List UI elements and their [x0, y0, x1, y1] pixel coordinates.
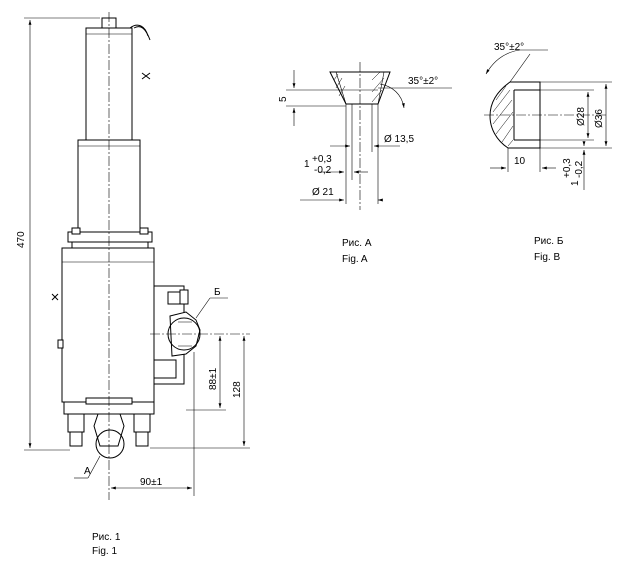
- figB-dim-tol-base: 1: [570, 180, 581, 186]
- figA-dim-d21: Ø 21: [312, 187, 334, 198]
- figB-caption-en: Fig. B: [534, 252, 560, 263]
- figB-caption-ru: Рис. Б: [534, 236, 564, 247]
- figA-caption-en: Fig. A: [342, 254, 368, 265]
- label-b: Б: [214, 287, 221, 298]
- figA-dim-5: 5: [278, 96, 289, 102]
- dim-88: 88±1: [208, 367, 219, 390]
- figB-hatch: [492, 85, 514, 147]
- fig1-valve-drawing: Б А 470 88±1 128 90±1 Рис. 1 Fig. 1: [16, 12, 250, 557]
- fig1-caption-ru: Рис. 1: [92, 532, 121, 543]
- figA-hatch-right: [371, 71, 385, 103]
- figB-dim-d36: Ø36: [594, 109, 605, 128]
- figA-dim-angle: 35°±2°: [408, 76, 438, 87]
- figA-caption-ru: Рис. А: [342, 238, 372, 249]
- figB-dim-10: 10: [514, 156, 526, 167]
- label-a: А: [84, 466, 91, 477]
- figB-detail-drawing: 35°±2° Ø28 Ø36 10 1 +0,3 -0,2 Рис. Б Fig…: [484, 42, 612, 263]
- figA-dim-tol-lower: -0,2: [314, 165, 332, 176]
- dim-128: 128: [232, 381, 243, 398]
- figB-dim-tol-upper: +0,3: [562, 158, 573, 178]
- figA-detail-drawing: 5 35°±2° Ø 13,5 1 +0,3 -0,2 Ø 21 Рис. А …: [278, 62, 452, 265]
- figB-dim-angle: 35°±2°: [494, 42, 524, 53]
- fig1-caption-en: Fig. 1: [92, 546, 117, 557]
- figA-dim-tol-upper: +0,3: [312, 154, 332, 165]
- figA-dim-tol-base: 1: [304, 159, 310, 170]
- figB-dim-d28: Ø28: [576, 107, 587, 126]
- figB-dim-tol-lower: -0,2: [574, 160, 585, 178]
- figA-hatch-left: [333, 73, 346, 97]
- figA-dim-d135: Ø 13,5: [384, 134, 414, 145]
- dim-height: 470: [16, 231, 27, 248]
- dim-90: 90±1: [140, 477, 163, 488]
